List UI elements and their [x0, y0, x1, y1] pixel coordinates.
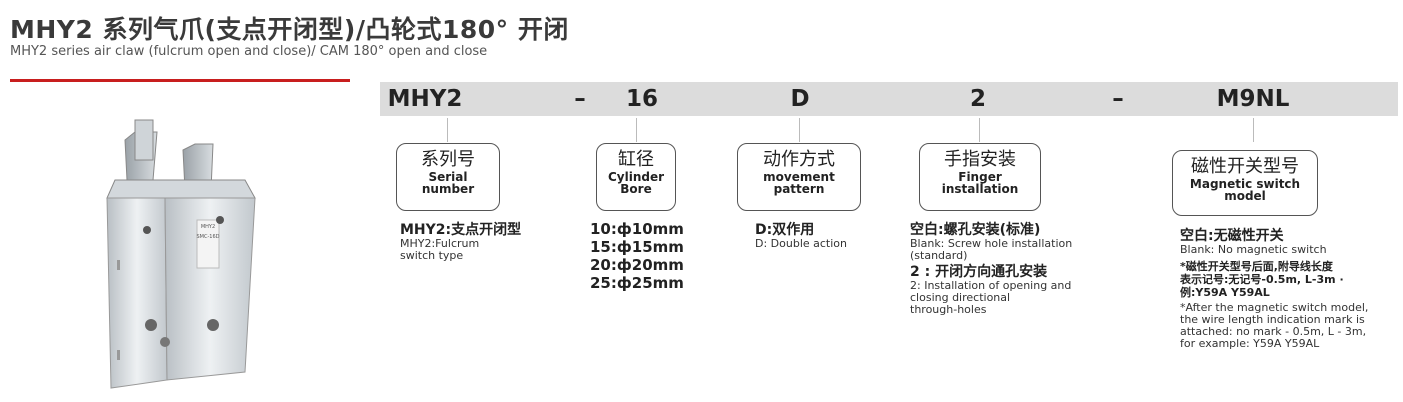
desc-movement-en: D: Double action — [755, 237, 848, 250]
title-underline — [10, 79, 350, 82]
desc-finger-two-en3: through-holes — [910, 303, 987, 316]
desc-movement-cn: D:双作用 — [755, 222, 815, 238]
connector-series — [447, 118, 448, 142]
field-switch-cn: 磁性开关型号 — [1191, 156, 1299, 177]
field-switch-box: 磁性开关型号 Magnetic switch model — [1172, 150, 1318, 216]
desc-finger-blank-en1: Blank: Screw hole installation — [910, 237, 1073, 250]
gripper-product-image: MHY2 SMC-16D — [106, 119, 256, 389]
field-finger-box: 手指安装 Finger installation — [919, 143, 1041, 211]
field-series-box: 系列号 Serial number — [396, 143, 500, 211]
desc-finger: 空白:螺孔安装(标准) Blank: Screw hole installati… — [910, 222, 1072, 316]
field-bore-box: 缸径 Cylinder Bore — [596, 143, 676, 211]
desc-bore: 10:ф10mm 15:ф15mm 20:ф20mm 25:ф25mm — [590, 220, 684, 292]
code-series: MHY2 — [387, 86, 463, 112]
desc-finger-two-en2: closing directional — [910, 291, 1011, 304]
desc-switch-note-cn3: 例:Y59A Y59AL — [1180, 286, 1270, 299]
connector-bore — [636, 118, 637, 142]
code-finger: 2 — [969, 86, 987, 112]
field-bore-en2: Bore — [620, 182, 652, 196]
desc-switch-blank-en: Blank: No magnetic switch — [1180, 243, 1327, 256]
desc-bore-10: 10:ф10mm — [590, 220, 684, 238]
connector-finger — [979, 118, 980, 142]
field-series-cn: 系列号 — [421, 149, 475, 170]
field-finger-en1: Finger — [958, 170, 1002, 184]
code-bore: 16 — [625, 86, 659, 112]
page-title: MHY2 系列气爪(支点开闭型)/凸轮式180° 开闭 — [10, 15, 569, 44]
code-dash-1: – — [574, 86, 586, 112]
desc-bore-25: 25:ф25mm — [590, 274, 684, 292]
desc-switch-note-en3: attached: no mark - 0.5m, L - 3m, — [1180, 325, 1367, 338]
desc-series: MHY2:支点开闭型 MHY2:Fulcrum switch type — [400, 222, 521, 262]
code-movement: D — [790, 86, 810, 112]
field-series-en1: Serial — [428, 170, 468, 184]
field-switch-en2: model — [1224, 189, 1266, 203]
code-switch: M9NL — [1216, 86, 1290, 112]
desc-finger-two-cn: 2 : 开闭方向通孔安装 — [910, 264, 1048, 280]
field-bore-en1: Cylinder — [607, 170, 665, 184]
field-finger-en2: installation — [941, 182, 1019, 196]
code-dash-2: – — [1112, 86, 1124, 112]
desc-switch-blank-cn: 空白:无磁性开关 — [1180, 228, 1284, 244]
desc-finger-blank-cn: 空白:螺孔安装(标准) — [910, 222, 1041, 238]
order-code-bar: MHY2 – 16 D 2 – M9NL — [380, 82, 1398, 116]
desc-series-en1: MHY2:Fulcrum — [400, 237, 480, 250]
field-movement-en2: pattern — [773, 182, 825, 196]
desc-switch-note-cn2: 表示记号:无记号-0.5m, L-3m · — [1180, 273, 1344, 286]
desc-switch-note-en2: the wire length indication mark is — [1180, 313, 1365, 326]
desc-switch: 空白:无磁性开关 Blank: No magnetic switch *磁性开关… — [1180, 228, 1368, 350]
field-bore-cn: 缸径 — [618, 149, 654, 170]
desc-finger-two-en1: 2: Installation of opening and — [910, 279, 1072, 292]
desc-switch-note-en1: *After the magnetic switch model, — [1180, 301, 1369, 314]
desc-bore-20: 20:ф20mm — [590, 256, 684, 274]
product-label-detail: SMC-16D — [197, 234, 220, 240]
field-series-en2: number — [421, 182, 475, 196]
connector-switch — [1253, 118, 1254, 142]
desc-movement: D:双作用 D: Double action — [755, 222, 847, 250]
desc-finger-blank-en2: (standard) — [910, 249, 968, 262]
desc-switch-note-en4: for example: Y59A Y59AL — [1180, 337, 1320, 350]
desc-switch-note-cn1: *磁性开关型号后面,附导线长度 — [1180, 260, 1333, 273]
field-switch-en1: Magnetic switch — [1189, 177, 1301, 191]
connector-movement — [799, 118, 800, 142]
field-movement-box: 动作方式 movement pattern — [737, 143, 861, 211]
field-movement-en1: movement — [763, 170, 835, 184]
desc-bore-15: 15:ф15mm — [590, 238, 684, 256]
desc-series-cn: MHY2:支点开闭型 — [400, 222, 522, 238]
field-movement-cn: 动作方式 — [763, 149, 835, 170]
desc-series-en2: switch type — [400, 249, 464, 262]
page-subtitle: MHY2 series air claw (fulcrum open and c… — [10, 44, 488, 59]
field-finger-cn: 手指安装 — [944, 149, 1016, 170]
product-label-text: MHY2 — [201, 224, 215, 230]
